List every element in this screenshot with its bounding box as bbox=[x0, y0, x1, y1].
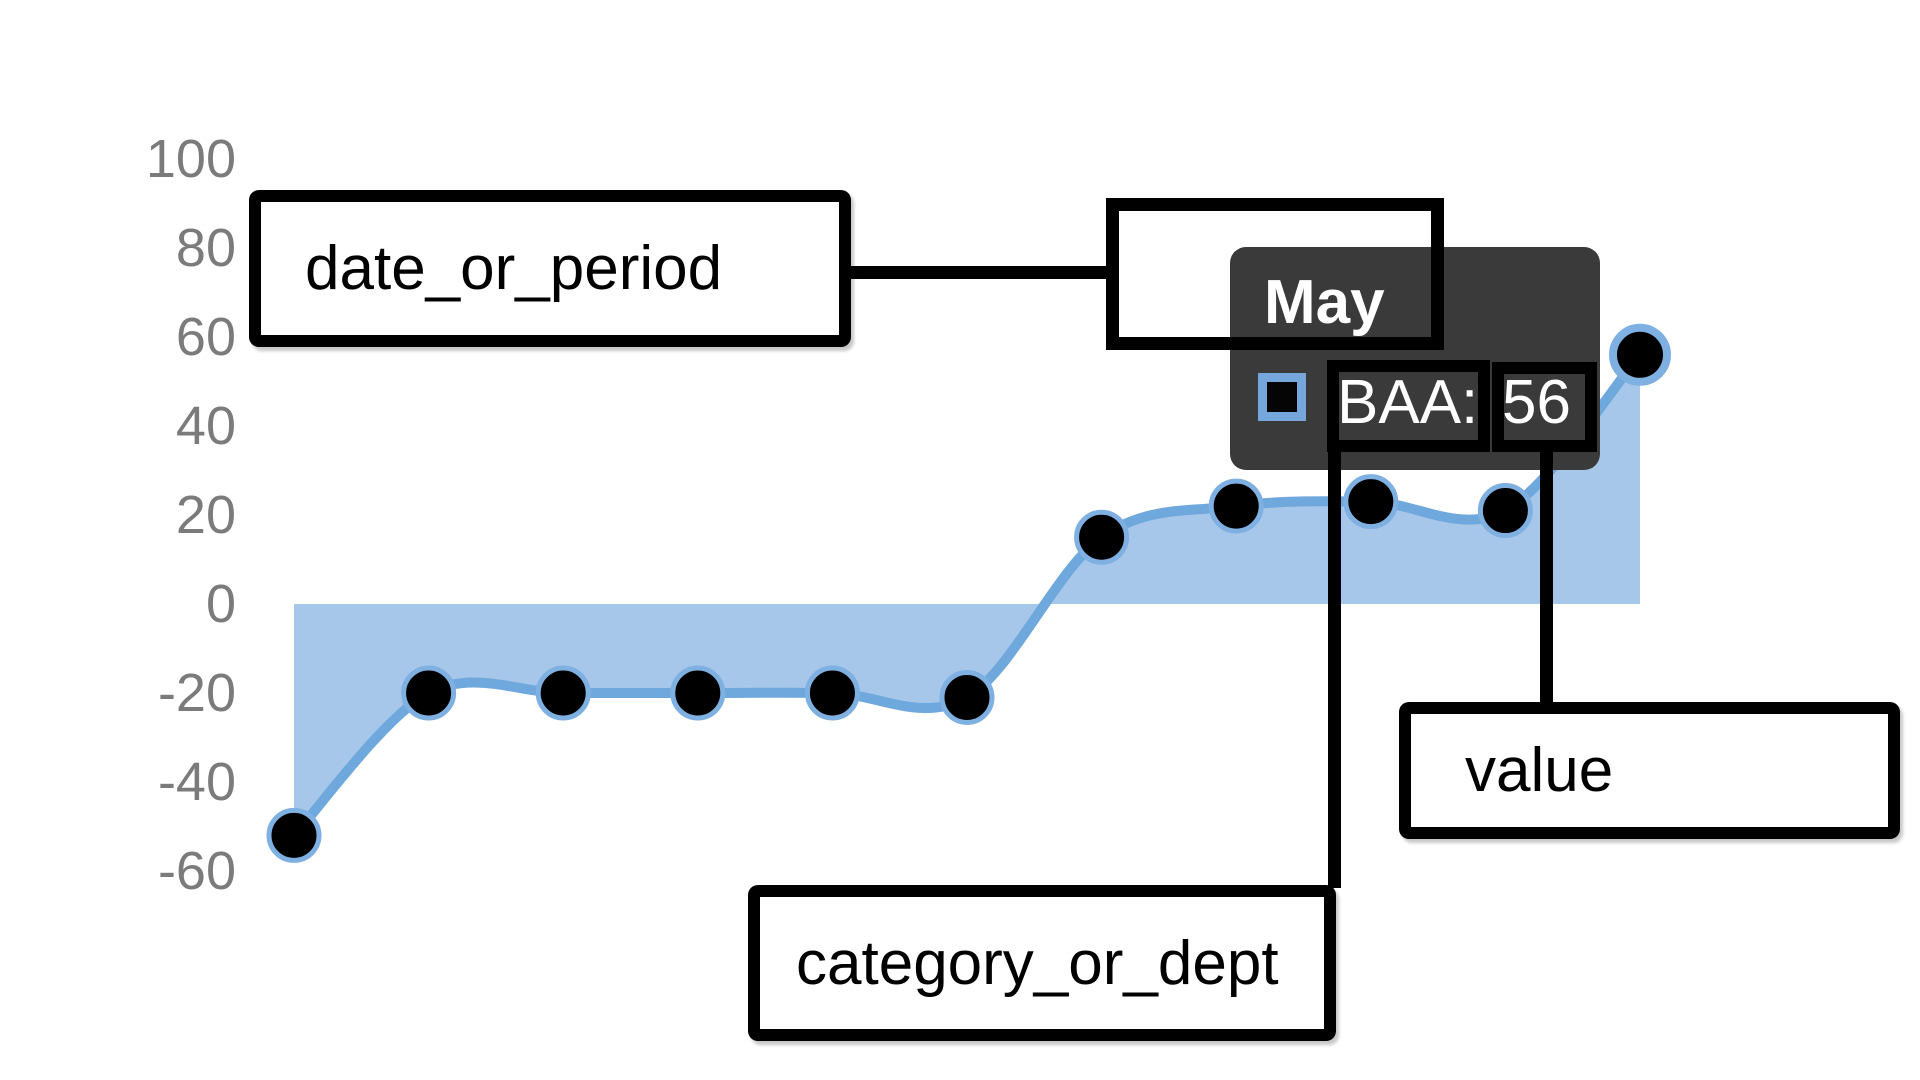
data-point-highlighted[interactable] bbox=[1609, 323, 1671, 386]
data-point[interactable] bbox=[266, 807, 322, 863]
data-point[interactable] bbox=[939, 669, 995, 725]
annotation-label-category: category_or_dept bbox=[796, 928, 1279, 998]
highlight-box-value-region bbox=[1492, 362, 1597, 452]
chart-tooltip: May BAA: 56 bbox=[1230, 247, 1600, 470]
highlight-box-series-region bbox=[1327, 360, 1490, 452]
annotation-box-category: category_or_dept bbox=[748, 885, 1336, 1041]
connector-line-date bbox=[851, 266, 1106, 279]
y-axis-tick-label: 80 bbox=[175, 218, 236, 278]
connector-line-value bbox=[1540, 452, 1553, 708]
data-point[interactable] bbox=[670, 665, 726, 721]
data-point[interactable] bbox=[1074, 509, 1130, 565]
y-axis-tick-label: 100 bbox=[145, 129, 236, 189]
data-point[interactable] bbox=[401, 665, 457, 721]
highlight-box-date-region bbox=[1106, 198, 1444, 350]
tooltip-date-label: May bbox=[1264, 268, 1385, 337]
y-axis-tick-label: 20 bbox=[175, 485, 236, 545]
area-fill bbox=[294, 354, 1640, 836]
y-axis-tick-label: -20 bbox=[157, 663, 236, 723]
annotation-box-value: value bbox=[1399, 702, 1900, 839]
y-axis-tick-label: 40 bbox=[175, 396, 236, 456]
y-axis-tick-label: -60 bbox=[157, 841, 236, 901]
annotation-label-value: value bbox=[1465, 736, 1614, 805]
connector-line-category bbox=[1328, 452, 1341, 888]
y-axis-tick-label: 60 bbox=[175, 307, 236, 367]
tooltip-series-label: BAA: bbox=[1337, 368, 1479, 437]
tooltip-value: 56 bbox=[1502, 368, 1571, 437]
annotation-label-date: date_or_period bbox=[305, 234, 723, 303]
data-point[interactable] bbox=[1477, 483, 1533, 539]
series-color-swatch bbox=[1258, 373, 1306, 421]
y-axis-tick-label: -40 bbox=[157, 752, 236, 812]
data-point[interactable] bbox=[1208, 478, 1264, 534]
data-point[interactable] bbox=[1343, 474, 1399, 530]
data-point[interactable] bbox=[804, 665, 860, 721]
data-point[interactable] bbox=[535, 665, 591, 721]
data-points bbox=[266, 323, 1671, 863]
annotation-box-date: date_or_period bbox=[249, 190, 851, 347]
y-axis-tick-label: 0 bbox=[205, 574, 236, 634]
